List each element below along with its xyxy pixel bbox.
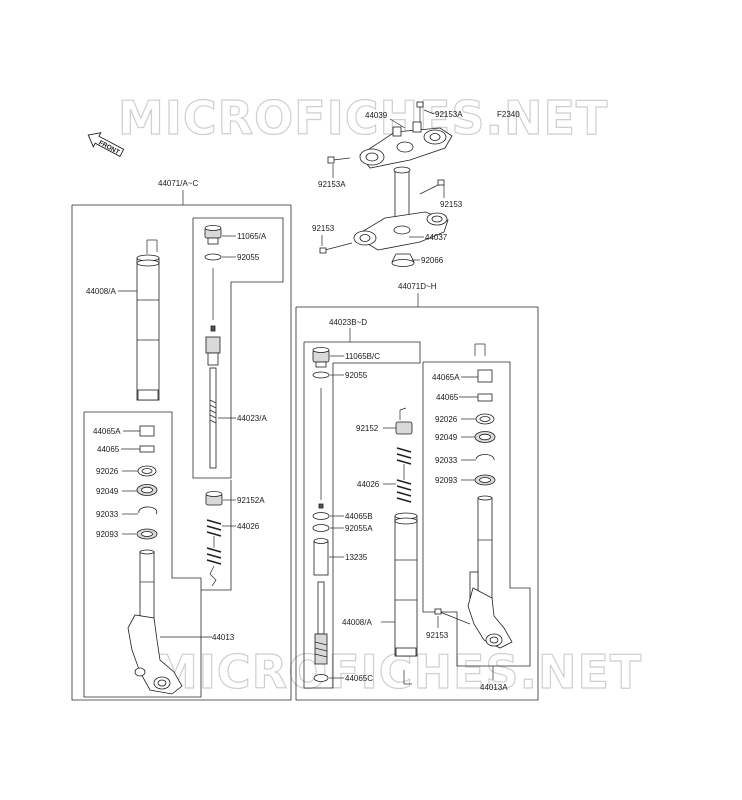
cap-bolt-11065bc — [312, 347, 330, 368]
outer-tube-44008a-left — [136, 239, 160, 401]
label-44065a-left: 44065A — [93, 427, 121, 436]
bolt-92153-low — [434, 608, 471, 625]
label-92033-left: 92033 — [96, 510, 119, 519]
bolt-92153-left — [319, 242, 353, 254]
label-44065b: 44065B — [345, 512, 373, 521]
label-92152: 92152 — [356, 424, 379, 433]
outer-tube-44008a-right — [394, 512, 418, 685]
label-92153a-left: 92153A — [318, 180, 346, 189]
upper-triple-clamp — [359, 121, 453, 169]
inner-tube-box-left — [83, 411, 202, 698]
label-44037: 44037 — [425, 233, 448, 242]
oring-92055-right — [312, 371, 330, 379]
cartridge-box-left — [192, 217, 284, 479]
inner-tube-44013 — [127, 549, 183, 695]
label-92049-left: 92049 — [96, 487, 119, 496]
bushing-44065a-right — [477, 369, 493, 383]
label-92152a: 92152A — [237, 496, 265, 505]
label-44026-right: 44026 — [357, 480, 380, 489]
label-92153-low: 92153 — [426, 631, 449, 640]
label-92055-right: 92055 — [345, 371, 368, 380]
label-92093-right: 92093 — [435, 476, 458, 485]
label-44013: 44013 — [212, 633, 235, 642]
bolt-92153a-top — [416, 101, 424, 122]
label-92153-left: 92153 — [312, 224, 335, 233]
label-44071ac: 44071/A~C — [158, 179, 198, 188]
label-44023a: 44023/A — [237, 414, 267, 423]
label-44065c: 44065C — [345, 674, 373, 683]
lower-triple-clamp-44037 — [353, 166, 449, 251]
bolt-92153a-left — [327, 156, 351, 164]
spring-44026-left — [206, 519, 222, 565]
watermark-top: MICROFICHES.NET — [118, 91, 608, 145]
circlip-92033-left — [138, 506, 158, 515]
circlip-92033-right — [475, 454, 495, 461]
label-92066: 92066 — [421, 256, 444, 265]
label-92026-right: 92026 — [435, 415, 458, 424]
label-44026-left: 44026 — [237, 522, 260, 531]
collar-13235 — [313, 538, 329, 576]
cartridge-box-right — [303, 341, 421, 689]
damper-cylinder-right — [314, 581, 328, 665]
label-44013a: 44013A — [480, 683, 508, 692]
assembly-box-right — [295, 306, 539, 701]
label-44008a-left: 44008/A — [86, 287, 116, 296]
label-92055a: 92055A — [345, 524, 373, 533]
label-44039: 44039 — [365, 111, 388, 120]
figure-code: F2340 — [497, 110, 520, 119]
label-11065a: 11065/A — [237, 232, 267, 241]
nut-92066 — [391, 253, 415, 267]
inner-tube-box-right — [422, 361, 531, 667]
label-92055-left: 92055 — [237, 253, 260, 262]
spring-seat-92152a — [205, 491, 223, 506]
assembly-box-left — [71, 204, 292, 701]
label-44065-right: 44065 — [436, 393, 459, 402]
label-44071dh: 44071D~H — [398, 282, 437, 291]
label-13235: 13235 — [345, 553, 368, 562]
inner-tube-44013a — [467, 495, 513, 649]
label-92093-left: 92093 — [96, 530, 119, 539]
label-92153a-top: 92153A — [435, 110, 463, 119]
label-92049-right: 92049 — [435, 433, 458, 442]
bushing-44065c — [313, 674, 329, 682]
bushing-44065-right — [477, 393, 493, 402]
label-44023bd: 44023B~D — [329, 318, 367, 327]
oring-92055a — [312, 524, 330, 532]
bushing-44065-left — [139, 445, 155, 453]
bolt-92153-right — [419, 179, 445, 195]
cap-bolt-11065a — [204, 225, 222, 245]
label-44065a-right: 44065A — [432, 373, 460, 382]
label-11065bc: 11065B/C — [345, 352, 380, 361]
spring-44026-right — [396, 447, 412, 503]
spring-seat-92152 — [395, 407, 413, 435]
bushing-44065b — [312, 512, 330, 520]
oring-92055-left — [204, 253, 222, 261]
label-92026-left: 92026 — [96, 467, 119, 476]
damper-rod-44023a — [205, 268, 221, 469]
label-92153-right: 92153 — [440, 200, 463, 209]
bushing-44065a-left — [139, 425, 155, 437]
label-92033-right: 92033 — [435, 456, 458, 465]
label-44008a-right: 44008/A — [342, 618, 372, 627]
label-44065-left: 44065 — [97, 445, 120, 454]
